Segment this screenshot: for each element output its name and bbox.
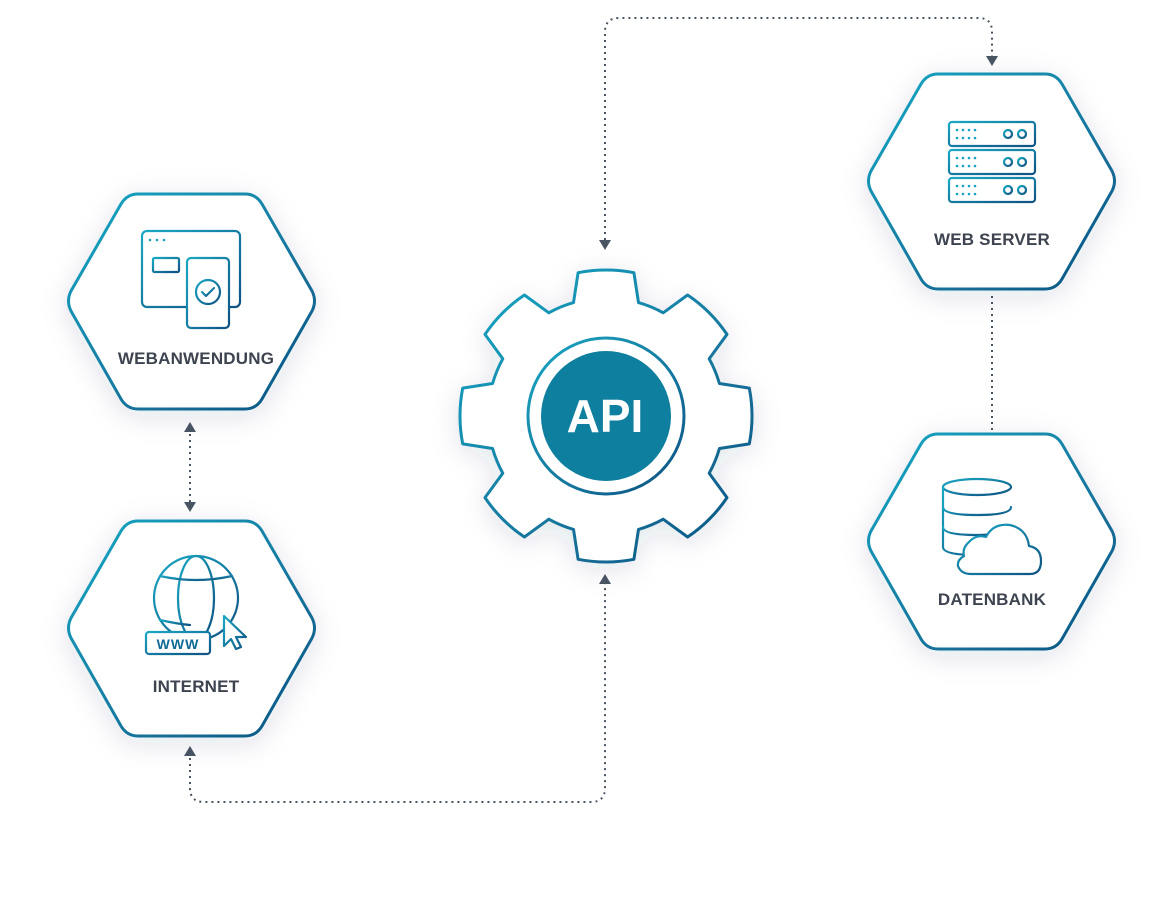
api-label: API (567, 390, 644, 442)
connector-api-webserver (599, 17, 998, 250)
node-label-webserver: WEB SERVER (934, 230, 1050, 249)
arrowhead-up-icon (184, 746, 196, 756)
arrowhead-up-icon (184, 422, 196, 432)
arrowhead-down-icon (184, 502, 196, 512)
node-internet[interactable]: WWW INTERNET (67, 519, 316, 738)
server-rack-icon (947, 120, 1037, 208)
arrowhead-down-icon (599, 240, 611, 250)
api-core-circle (541, 351, 671, 481)
hexagon-shape (867, 72, 1116, 291)
connector-webanwendung-internet (184, 422, 196, 512)
www-label: WWW (157, 636, 200, 652)
globe-www-icon (144, 554, 248, 656)
node-label-internet: INTERNET (153, 677, 240, 696)
node-webanwendung[interactable]: WEBANWENDUNG (67, 192, 316, 411)
node-api[interactable]: API (458, 268, 754, 564)
node-webserver[interactable]: WEB SERVER (867, 72, 1116, 291)
arrowhead-up-icon (599, 574, 611, 584)
web-application-icon (140, 229, 242, 330)
node-datenbank[interactable]: DATENBANK (867, 432, 1116, 651)
database-cloud-icon (941, 477, 1043, 576)
node-label-datenbank: DATENBANK (938, 590, 1047, 609)
connector-internet-api (184, 574, 611, 803)
arrowhead-down-icon (986, 56, 998, 66)
hexagon-shape (67, 519, 316, 738)
node-label-webanwendung: WEBANWENDUNG (118, 349, 274, 368)
